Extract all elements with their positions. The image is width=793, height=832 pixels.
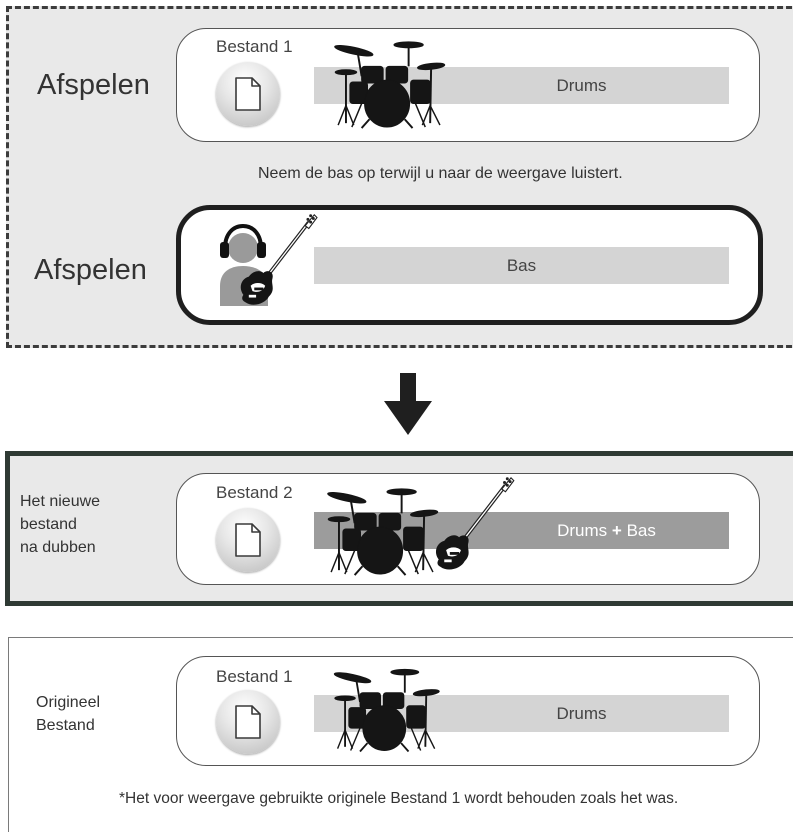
drum-kit-icon bbox=[332, 37, 450, 130]
arrow-down-icon bbox=[384, 373, 432, 435]
bass-guitar-icon bbox=[232, 213, 322, 313]
original-label-line: Bestand bbox=[36, 717, 95, 734]
file-button bbox=[216, 62, 280, 126]
original-section bbox=[8, 637, 793, 832]
result-label-line: bestand bbox=[20, 516, 77, 533]
instruction-text: Neem de bas op terwijl u naar de weergav… bbox=[258, 165, 623, 182]
file-label: Bestand 1 bbox=[216, 37, 293, 56]
result-label-line: na dubben bbox=[20, 539, 96, 556]
track-label: Bas bbox=[506, 255, 537, 275]
file-label: Bestand 1 bbox=[216, 667, 293, 686]
playback-label-2: Afspelen bbox=[34, 254, 147, 286]
drum-kit-icon bbox=[325, 484, 443, 577]
result-label-line: Het nieuwe bbox=[20, 493, 101, 510]
track-label: Drums bbox=[556, 75, 607, 95]
original-label: Origineel Bestand bbox=[36, 691, 100, 737]
original-label-line: Origineel bbox=[36, 694, 101, 711]
file-icon bbox=[233, 704, 263, 740]
merged-track-label: Drums + Bas bbox=[557, 521, 656, 541]
track-label: Drums bbox=[556, 703, 607, 723]
bass-track-bar: Bas bbox=[314, 247, 729, 284]
result-label: Het nieuwe bestand na dubben bbox=[20, 490, 100, 559]
plus-sign: + bbox=[611, 520, 622, 540]
file-button bbox=[216, 508, 280, 572]
playback-label-1: Afspelen bbox=[37, 69, 150, 101]
footnote-text: *Het voor weergave gebruikte originele B… bbox=[119, 790, 679, 807]
file-button bbox=[216, 690, 280, 754]
file-label: Bestand 2 bbox=[216, 483, 293, 502]
file-icon bbox=[233, 522, 263, 558]
bass-guitar-icon bbox=[428, 476, 518, 578]
file-icon bbox=[233, 76, 263, 112]
drum-kit-icon bbox=[332, 664, 444, 754]
track-part-drums: Drums bbox=[557, 520, 608, 540]
track-part-bass: Bas bbox=[626, 520, 656, 540]
